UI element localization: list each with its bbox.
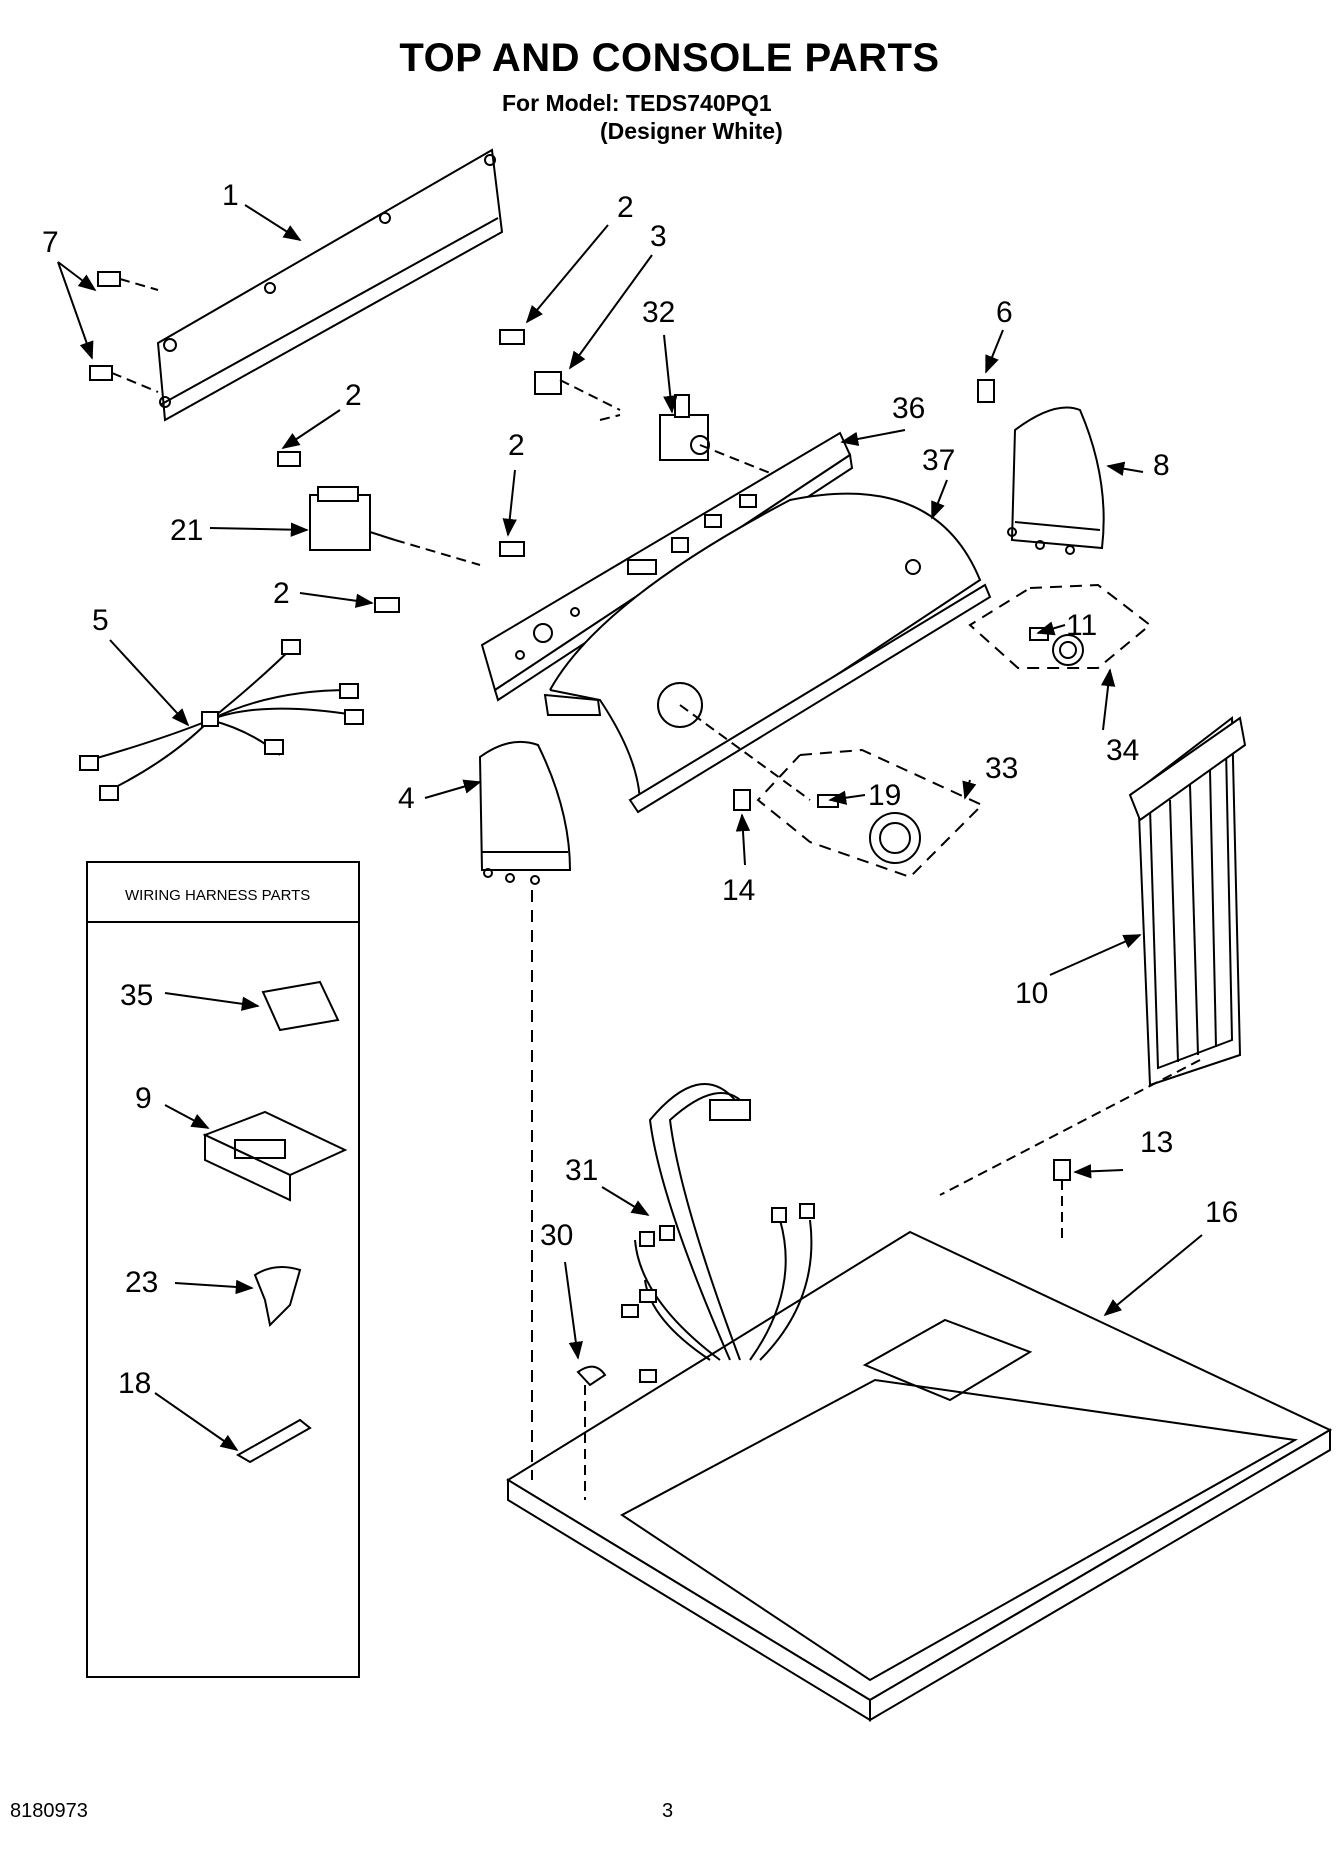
end-cap-right-part bbox=[1007, 406, 1105, 555]
screw-part bbox=[89, 271, 159, 393]
callout-10: 10 bbox=[1015, 977, 1048, 1010]
console-screws-part bbox=[277, 329, 525, 613]
callout-2: 2 bbox=[508, 429, 525, 462]
terminal-part bbox=[235, 1418, 312, 1464]
callout-5: 5 bbox=[92, 604, 109, 637]
callout-11: 11 bbox=[1066, 609, 1097, 642]
callout-37: 37 bbox=[922, 444, 955, 477]
console-screw-part bbox=[733, 789, 751, 811]
callout-9: 9 bbox=[135, 1082, 152, 1115]
callout-13: 13 bbox=[1140, 1126, 1173, 1159]
wire-harness-part bbox=[79, 639, 364, 801]
color-line: (Designer White) bbox=[600, 118, 783, 144]
connector-part bbox=[534, 371, 562, 395]
callout-4: 4 bbox=[398, 782, 415, 815]
timer-part bbox=[309, 486, 396, 551]
callout-2: 2 bbox=[345, 379, 362, 412]
callout-33: 33 bbox=[985, 752, 1018, 785]
end-cap-left-part bbox=[478, 740, 572, 885]
callout-23: 23 bbox=[125, 1266, 158, 1299]
callout-35: 35 bbox=[120, 979, 153, 1012]
callout-18: 18 bbox=[118, 1367, 151, 1400]
main-harness-part bbox=[621, 1083, 815, 1383]
callout-21: 21 bbox=[170, 514, 203, 547]
page-number: 3 bbox=[662, 1800, 674, 1822]
rear-panel-part bbox=[156, 148, 504, 422]
callout-8: 8 bbox=[1153, 449, 1170, 482]
lint-screen-part bbox=[1128, 716, 1247, 1087]
console-part bbox=[543, 492, 992, 814]
wiring-harness-parts-box bbox=[86, 861, 360, 1678]
switch-part bbox=[659, 394, 710, 461]
callout-31: 31 bbox=[565, 1154, 598, 1187]
callout-6: 6 bbox=[996, 296, 1013, 329]
callout-16: 16 bbox=[1205, 1196, 1238, 1229]
document-number: 8180973 bbox=[10, 1800, 88, 1822]
connector-part bbox=[261, 980, 340, 1032]
callout-1: 1 bbox=[222, 179, 239, 212]
callout-7: 7 bbox=[42, 226, 59, 259]
callout-14: 14 bbox=[722, 874, 755, 907]
clip-part bbox=[576, 1365, 607, 1387]
terminal-block-part bbox=[202, 1110, 348, 1202]
callout-3: 3 bbox=[650, 220, 667, 253]
callout-2: 2 bbox=[617, 191, 634, 224]
top-panel-part bbox=[506, 1230, 1333, 1722]
page-title: TOP AND CONSOLE PARTS bbox=[399, 36, 940, 80]
callout-34: 34 bbox=[1106, 734, 1139, 767]
top-screw-part bbox=[1053, 1159, 1071, 1181]
harness-box-title: WIRING HARNESS PARTS bbox=[125, 887, 310, 904]
callout-36: 36 bbox=[892, 392, 925, 425]
callout-2: 2 bbox=[273, 577, 290, 610]
callout-30: 30 bbox=[540, 1219, 573, 1252]
wire-clip-part bbox=[253, 1265, 302, 1328]
model-line: For Model: TEDS740PQ1 bbox=[502, 90, 772, 116]
callout-32: 32 bbox=[642, 296, 675, 329]
callout-19: 19 bbox=[868, 779, 901, 812]
knob-assembly-outline bbox=[968, 583, 1152, 669]
knob-assembly-outline bbox=[756, 748, 984, 879]
end-cap-screw-part bbox=[977, 379, 995, 403]
